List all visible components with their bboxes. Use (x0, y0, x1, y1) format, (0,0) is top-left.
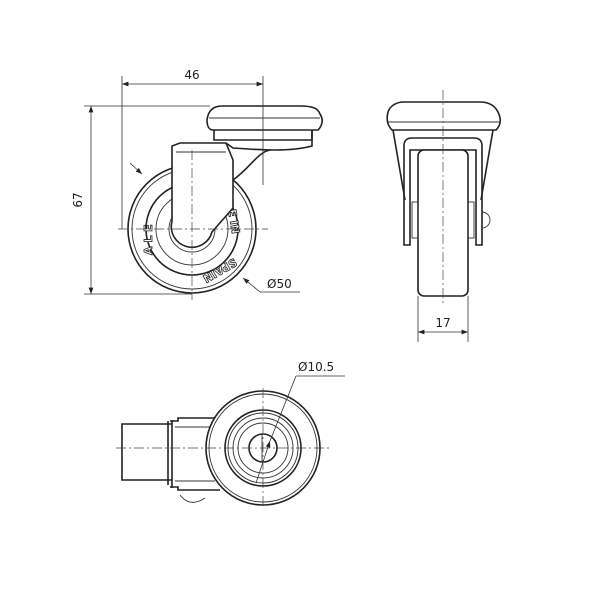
dimension-wheel-width-label: 17 (435, 316, 450, 330)
wheel-marking-left: A L E (142, 224, 155, 255)
fork-front (403, 137, 483, 246)
dimension-width-label: 46 (184, 68, 199, 82)
bottom-view: Ø10.5 (116, 360, 345, 508)
side-view: A L E E IN SPAIN 46 67 Ø50 (71, 68, 323, 300)
fork-body (170, 142, 234, 248)
wheel-marking-right-bottom: SPAIN (201, 255, 239, 285)
top-plate-front (386, 101, 501, 131)
dimension-height-label: 67 (71, 192, 85, 207)
front-view: 17 (386, 90, 501, 342)
dimension-wheel-diameter-label: Ø50 (267, 277, 292, 291)
wheel-marking-right-top: E IN (225, 208, 242, 235)
dimension-bolt-hole-label: Ø10.5 (298, 360, 334, 374)
